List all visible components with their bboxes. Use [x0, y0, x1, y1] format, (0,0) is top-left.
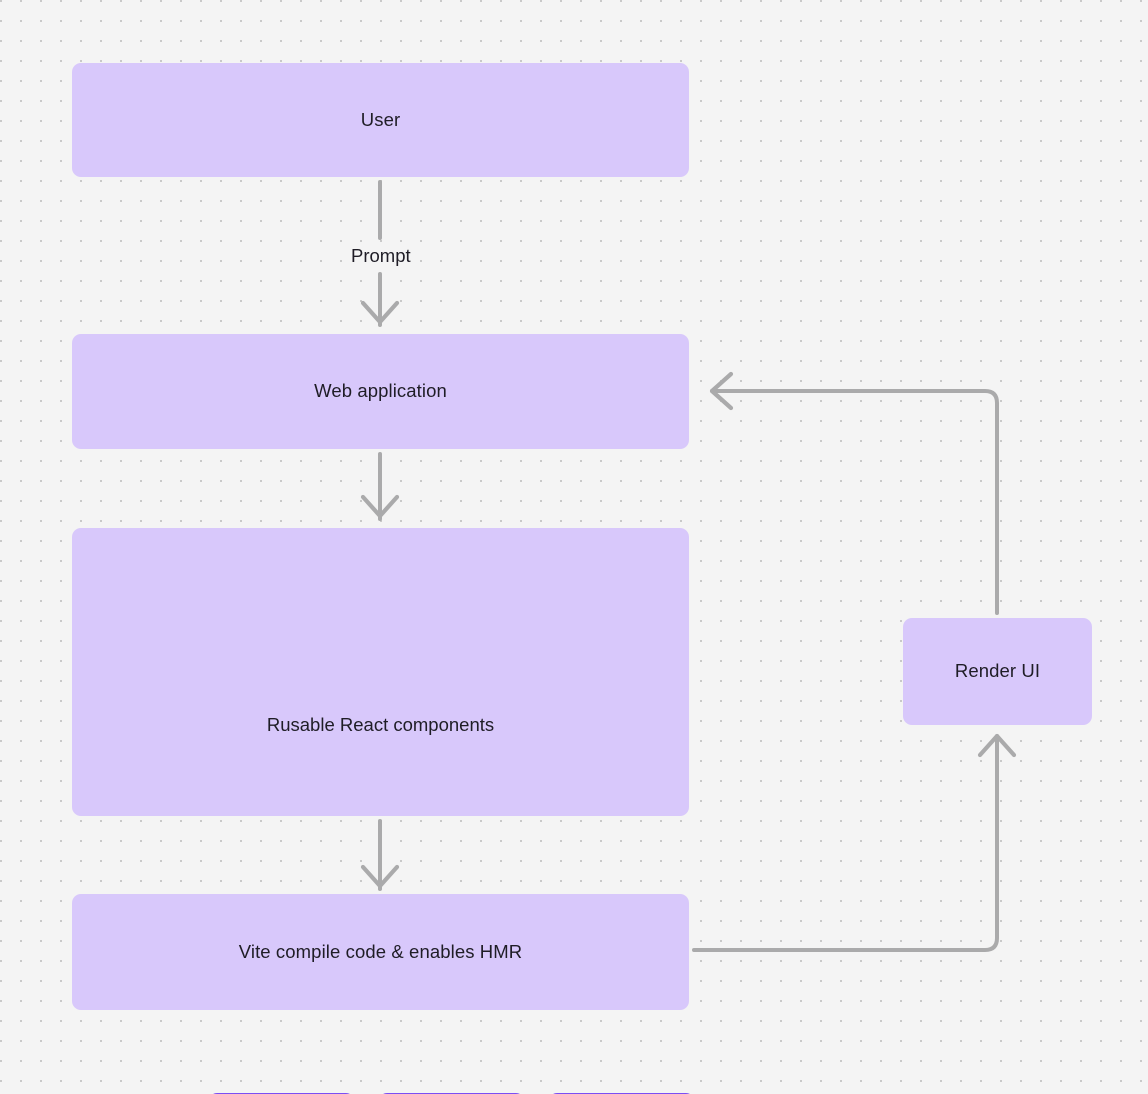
node-web-application[interactable]: Web application: [72, 334, 689, 449]
node-web-application-label: Web application: [314, 380, 447, 402]
edge-vite-to-render: [692, 733, 1017, 952]
node-vite-label: Vite compile code & enables HMR: [238, 940, 523, 962]
node-render-ui-label: Render UI: [954, 660, 1041, 682]
node-react-components-container[interactable]: HTML = structure CSS = Styles & Layouts …: [72, 528, 694, 1094]
node-user-label: User: [360, 108, 401, 130]
node-render-ui[interactable]: Render UI: [903, 618, 1092, 725]
node-user[interactable]: User: [72, 63, 689, 177]
node-vite[interactable]: Vite compile code & enables HMR: [72, 894, 689, 1010]
node-react-components-caption: Rusable React components: [266, 714, 495, 735]
edge-container-to-vite: [360, 819, 400, 891]
edge-label-prompt: Prompt: [344, 245, 418, 267]
edge-render-to-webapp: [709, 371, 999, 615]
edge-webapp-to-container: [360, 452, 400, 521]
